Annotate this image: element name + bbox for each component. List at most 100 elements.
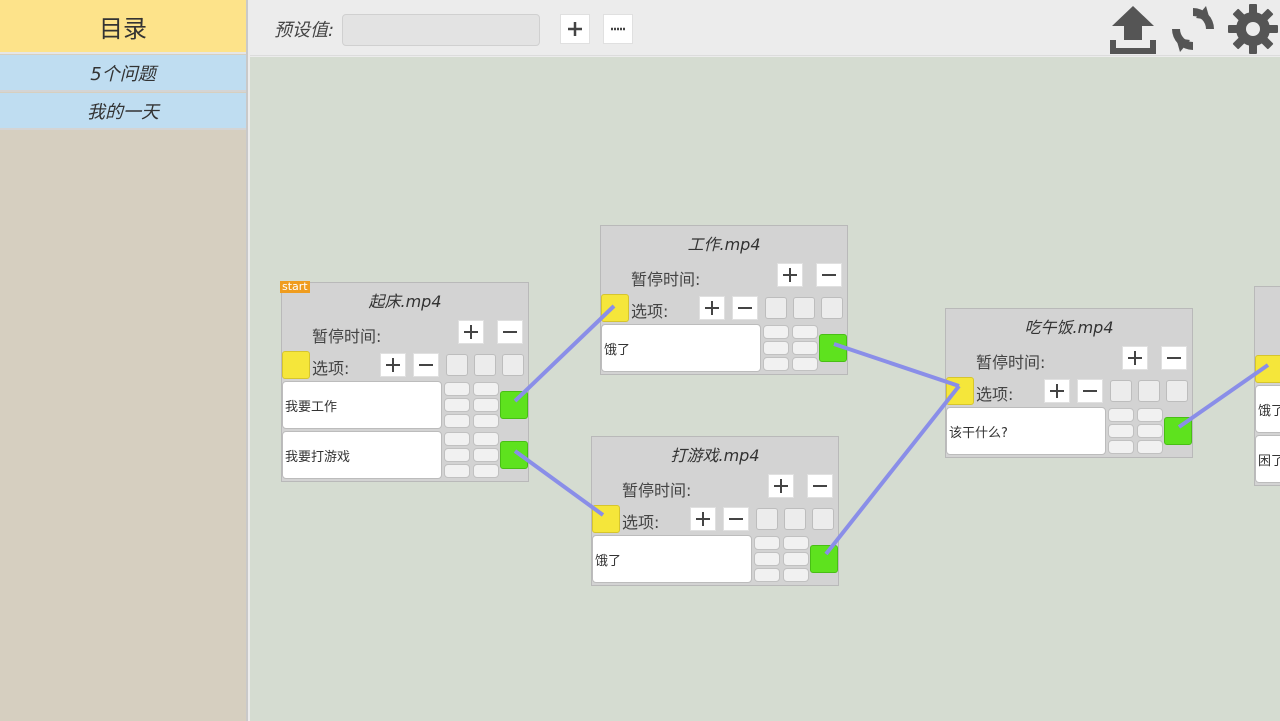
option-pill[interactable]: [763, 357, 789, 371]
upload-icon[interactable]: [1106, 2, 1160, 56]
option-add-button[interactable]: [699, 296, 725, 320]
option-pill[interactable]: [444, 398, 470, 412]
option-pill[interactable]: [444, 448, 470, 462]
preset-remove-button[interactable]: [603, 14, 633, 44]
sidebar-item-5-questions[interactable]: 5个问题: [0, 55, 246, 92]
output-port[interactable]: [810, 545, 838, 573]
options-label: 选项:: [312, 359, 350, 378]
node-work[interactable]: 工作.mp4 暂停时间: 选项: 饿了: [600, 225, 848, 375]
option-text[interactable]: 该干什么?: [946, 407, 1106, 455]
option-slot[interactable]: [784, 508, 806, 530]
minus-icon: [611, 27, 625, 31]
option-pill[interactable]: [1108, 408, 1134, 422]
option-pill[interactable]: [1137, 440, 1163, 454]
refresh-icon[interactable]: [1166, 2, 1220, 56]
option-pill[interactable]: [1137, 408, 1163, 422]
option-slot[interactable]: [765, 297, 787, 319]
option-pill[interactable]: [783, 568, 809, 582]
option-pill[interactable]: [754, 552, 780, 566]
option-pill[interactable]: [792, 325, 818, 339]
input-port[interactable]: [1255, 355, 1280, 383]
preset-add-button[interactable]: [560, 14, 590, 44]
node-partial[interactable]: 饿了 困了: [1254, 286, 1280, 486]
option-pill[interactable]: [473, 432, 499, 446]
option-pill[interactable]: [792, 341, 818, 355]
option-pill[interactable]: [783, 536, 809, 550]
option-pill[interactable]: [1137, 424, 1163, 438]
option-remove-button[interactable]: [723, 507, 749, 531]
option-item: 我要工作: [282, 381, 528, 431]
input-port[interactable]: [282, 351, 310, 379]
option-pill[interactable]: [473, 398, 499, 412]
output-port[interactable]: [1164, 417, 1192, 445]
option-pill[interactable]: [754, 536, 780, 550]
option-text[interactable]: 饿了: [601, 324, 761, 372]
option-add-button[interactable]: [380, 353, 406, 377]
option-pill[interactable]: [1108, 440, 1134, 454]
node-play-games[interactable]: 打游戏.mp4 暂停时间: 选项: 饿了: [591, 436, 839, 586]
option-item: 我要打游戏: [282, 431, 528, 481]
option-slot[interactable]: [812, 508, 834, 530]
link-game-lunch: [824, 384, 961, 556]
option-slot[interactable]: [1110, 380, 1132, 402]
option-text[interactable]: 我要工作: [282, 381, 442, 429]
option-remove-button[interactable]: [1077, 379, 1103, 403]
option-pill[interactable]: [763, 341, 789, 355]
option-slot[interactable]: [793, 297, 815, 319]
option-slot[interactable]: [502, 354, 524, 376]
option-text[interactable]: 饿了: [592, 535, 752, 583]
output-port[interactable]: [819, 334, 847, 362]
option-pill[interactable]: [473, 414, 499, 428]
option-item: 该干什么?: [946, 407, 1192, 457]
option-slot[interactable]: [1166, 380, 1188, 402]
plus-icon: [774, 479, 788, 493]
option-remove-button[interactable]: [732, 296, 758, 320]
pause-decrease-button[interactable]: [807, 474, 833, 498]
preset-input[interactable]: [342, 14, 540, 46]
node-canvas[interactable]: start 起床.mp4 暂停时间: 选项: 我要工作: [250, 57, 1280, 721]
option-text[interactable]: 饿了: [1255, 385, 1280, 433]
option-slot[interactable]: [1138, 380, 1160, 402]
option-pill[interactable]: [1108, 424, 1134, 438]
pause-increase-button[interactable]: [1122, 346, 1148, 370]
option-add-button[interactable]: [1044, 379, 1070, 403]
options-row: 选项:: [592, 503, 838, 535]
pause-decrease-button[interactable]: [497, 320, 523, 344]
option-add-button[interactable]: [690, 507, 716, 531]
option-pill[interactable]: [763, 325, 789, 339]
option-text[interactable]: 困了: [1255, 435, 1280, 483]
option-slot[interactable]: [446, 354, 468, 376]
option-pill[interactable]: [473, 382, 499, 396]
option-pill[interactable]: [754, 568, 780, 582]
option-pill[interactable]: [444, 432, 470, 446]
pause-increase-button[interactable]: [458, 320, 484, 344]
option-slot[interactable]: [756, 508, 778, 530]
option-slot[interactable]: [474, 354, 496, 376]
option-pill[interactable]: [473, 464, 499, 478]
input-port[interactable]: [592, 505, 620, 533]
pause-decrease-button[interactable]: [816, 263, 842, 287]
option-slot[interactable]: [821, 297, 843, 319]
output-port[interactable]: [500, 441, 528, 469]
node-wake-up[interactable]: 起床.mp4 暂停时间: 选项: 我要工作 我要打游戏: [281, 282, 529, 482]
input-port[interactable]: [601, 294, 629, 322]
option-text[interactable]: 我要打游戏: [282, 431, 442, 479]
option-pill[interactable]: [783, 552, 809, 566]
plus-icon: [783, 268, 797, 282]
sidebar-item-my-day[interactable]: 我的一天: [0, 93, 246, 130]
option-pill[interactable]: [444, 382, 470, 396]
output-port[interactable]: [500, 391, 528, 419]
preset-label: 预设值:: [274, 20, 335, 41]
node-lunch[interactable]: 吃午饭.mp4 暂停时间: 选项: 该干什么?: [945, 308, 1193, 458]
input-port[interactable]: [946, 377, 974, 405]
pause-decrease-button[interactable]: [1161, 346, 1187, 370]
pause-increase-button[interactable]: [777, 263, 803, 287]
option-pill[interactable]: [473, 448, 499, 462]
option-pill[interactable]: [444, 414, 470, 428]
plus-icon: [568, 22, 582, 36]
option-pill[interactable]: [444, 464, 470, 478]
option-pill[interactable]: [792, 357, 818, 371]
option-remove-button[interactable]: [413, 353, 439, 377]
pause-increase-button[interactable]: [768, 474, 794, 498]
gear-icon[interactable]: [1226, 2, 1280, 56]
